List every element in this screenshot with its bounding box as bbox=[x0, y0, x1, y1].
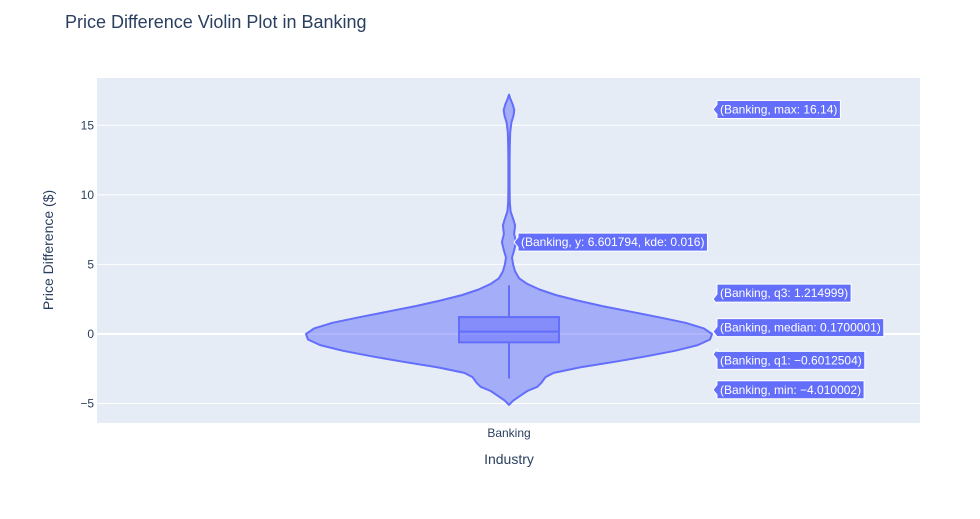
y-tick-label: 15 bbox=[81, 118, 95, 132]
y-tick-label: 10 bbox=[81, 188, 95, 202]
hover-label: (Banking, y: 6.601794, kde: 0.016) bbox=[513, 232, 708, 252]
hover-label: (Banking, max: 16.14) bbox=[712, 99, 841, 119]
hover-label: (Banking, q1: −0.6012504) bbox=[712, 347, 866, 370]
y-tick-labels: −5 0 5 10 15 bbox=[80, 118, 94, 410]
hover-label-box bbox=[712, 347, 866, 370]
hover-label: (Banking, median: 0.1700001) bbox=[712, 318, 885, 338]
y-axis-title: Price Difference ($) bbox=[40, 190, 56, 310]
y-tick-label: 5 bbox=[87, 257, 94, 271]
x-axis-title: Industry bbox=[484, 451, 534, 467]
hover-label-text: (Banking, median: 0.1700001) bbox=[720, 321, 881, 335]
hover-label: (Banking, q3: 1.214999) bbox=[712, 283, 852, 306]
hover-label-box bbox=[513, 232, 708, 252]
hover-label-box bbox=[712, 99, 841, 119]
hover-label-text: (Banking, q3: 1.214999) bbox=[720, 286, 848, 300]
hover-label-text: (Banking, min: −4.010002) bbox=[720, 383, 861, 397]
y-tick-label: −5 bbox=[80, 397, 94, 411]
violin-trace[interactable] bbox=[305, 93, 713, 406]
box-plot[interactable] bbox=[458, 285, 560, 379]
hover-label-text: (Banking, q1: −0.6012504) bbox=[720, 353, 862, 367]
y-tick-label: 0 bbox=[87, 327, 94, 341]
hover-label-box bbox=[712, 318, 885, 338]
chart-title: Price Difference Violin Plot in Banking bbox=[65, 12, 367, 32]
hover-label-text: (Banking, y: 6.601794, kde: 0.016) bbox=[521, 235, 704, 249]
hover-labels: (Banking, max: 16.14) (Banking, y: 6.6017… bbox=[513, 99, 885, 400]
iqr-box bbox=[458, 316, 560, 344]
hover-label-text: (Banking, max: 16.14) bbox=[720, 102, 837, 116]
hover-label-box bbox=[712, 283, 852, 306]
hover-label-box bbox=[712, 380, 865, 400]
violin-shape bbox=[305, 93, 713, 406]
x-tick-label: Banking bbox=[487, 426, 530, 440]
hover-label: (Banking, min: −4.010002) bbox=[712, 380, 865, 400]
